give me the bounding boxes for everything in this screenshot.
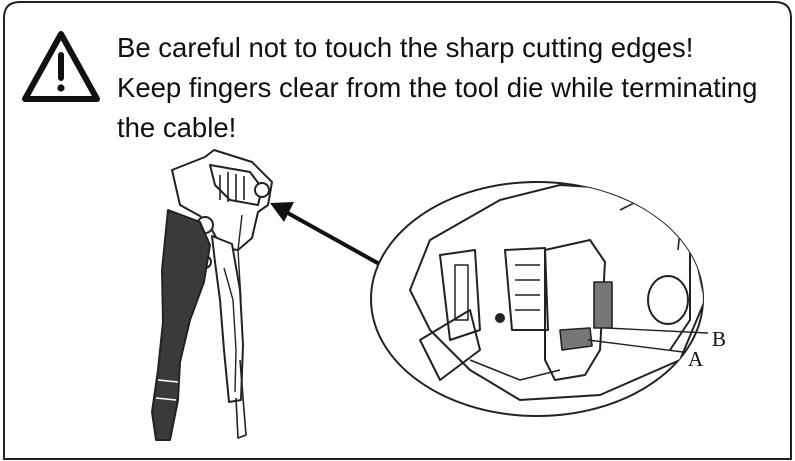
callout-a-leader: [587, 339, 684, 353]
callout-b-label: B: [712, 327, 726, 351]
panel-frame: [3, 1, 792, 460]
warning-line-2: Keep fingers clear from the tool die whi…: [117, 72, 758, 103]
warning-line-1: Be careful not to touch the sharp cuttin…: [117, 32, 694, 63]
warning-icon: [22, 31, 100, 102]
callout-leaders: [587, 327, 709, 353]
direction-arrow: [270, 202, 384, 268]
warning-line-3: the cable!: [117, 112, 237, 143]
magnified-die-detail: [370, 181, 704, 417]
callout-b-leader: [605, 327, 709, 334]
crimp-tool-illustration: [151, 149, 273, 441]
warning-message: Be careful not to touch the sharp cuttin…: [117, 28, 777, 148]
callout-a-label: A: [688, 347, 704, 371]
